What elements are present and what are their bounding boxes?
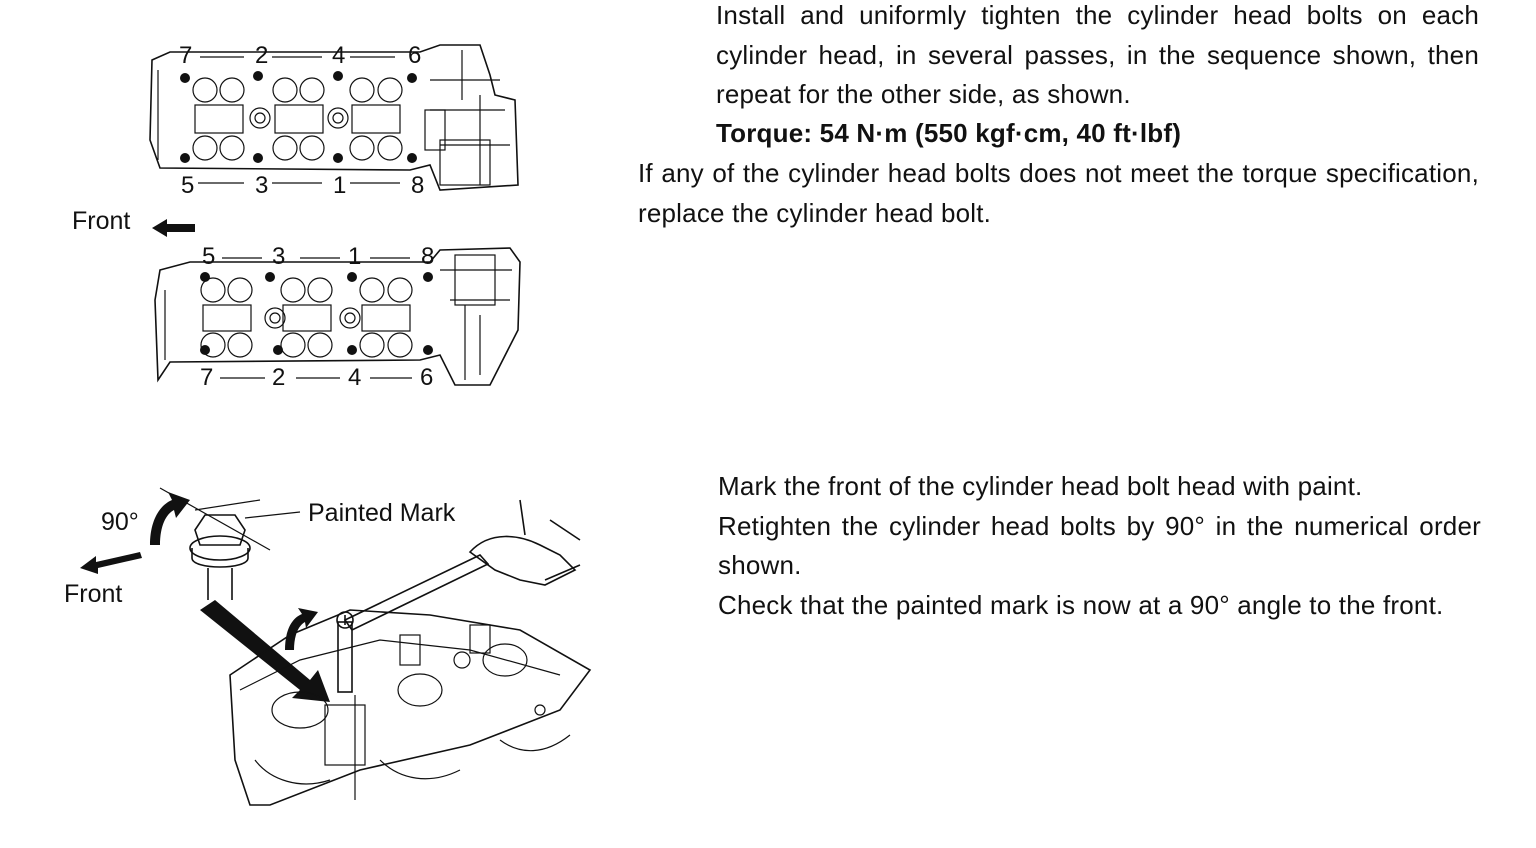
upper-top-num-4: 6 [408, 42, 421, 69]
rotation-arrow-icon [150, 492, 190, 545]
lower-cylinder-head [154, 247, 521, 386]
step2-line1: Mark the front of the cylinder head bolt… [718, 471, 1363, 501]
upper-top-num-1: 7 [179, 42, 192, 69]
angle-tightening-diagram: 90° Painted Mark Front [64, 487, 592, 806]
lower-bottom-num-2: 2 [272, 364, 285, 391]
lower-top-num-3: 1 [348, 243, 361, 270]
lower-top-num-2: 3 [272, 243, 285, 270]
front-arrow-icon [80, 552, 142, 574]
upper-bottom-num-4: 8 [411, 172, 424, 199]
lower-top-num-1: 5 [202, 243, 215, 270]
step2-block: Mark the front of the cylinder head bolt… [718, 467, 1481, 625]
upper-top-num-3: 4 [332, 42, 345, 69]
front-label-1: Front [72, 207, 130, 235]
engine-block [229, 609, 592, 806]
step2-line3: Check that the painted mark is now at a … [718, 589, 1444, 620]
upper-bottom-num-3: 1 [333, 172, 346, 199]
torque-spec-text: Torque: 54 N·m (550 kgf·cm, 40 ft·lbf) [716, 118, 1182, 148]
front-arrow-icon [152, 219, 195, 237]
torque-spec: Torque: 54 N·m (550 kgf·cm, 40 ft·lbf) [716, 114, 1479, 154]
upper-bottom-num-2: 3 [255, 172, 268, 199]
upper-cylinder-head [149, 44, 519, 191]
upper-bottom-num-1: 5 [181, 172, 194, 199]
step1-instruction-text: Install and uniformly tighten the cylind… [716, 0, 1479, 109]
lower-bottom-num-3: 4 [348, 364, 361, 391]
lower-bottom-num-4: 6 [420, 364, 433, 391]
painted-mark-label: Painted Mark [308, 499, 456, 527]
bolt-sequence-diagram: 7 2 4 6 5 3 1 8 Front [72, 42, 521, 391]
wrench-rotation-arrow-icon [285, 608, 318, 650]
lower-bottom-num-1: 7 [200, 364, 213, 391]
front-label-2: Front [64, 580, 122, 608]
upper-top-num-2: 2 [255, 42, 268, 69]
lower-top-num-4: 8 [421, 243, 434, 270]
angle-label: 90° [101, 508, 139, 536]
step1-note-text: If any of the cylinder head bolts does n… [638, 158, 1479, 228]
step1-instruction: Install and uniformly tighten the cylind… [716, 0, 1479, 115]
bolt-head [159, 487, 301, 600]
torque-wrench [336, 499, 581, 693]
step1-note: If any of the cylinder head bolts does n… [638, 154, 1479, 233]
step2-line2: Retighten the cylinder head bolts by 90°… [718, 510, 1481, 581]
